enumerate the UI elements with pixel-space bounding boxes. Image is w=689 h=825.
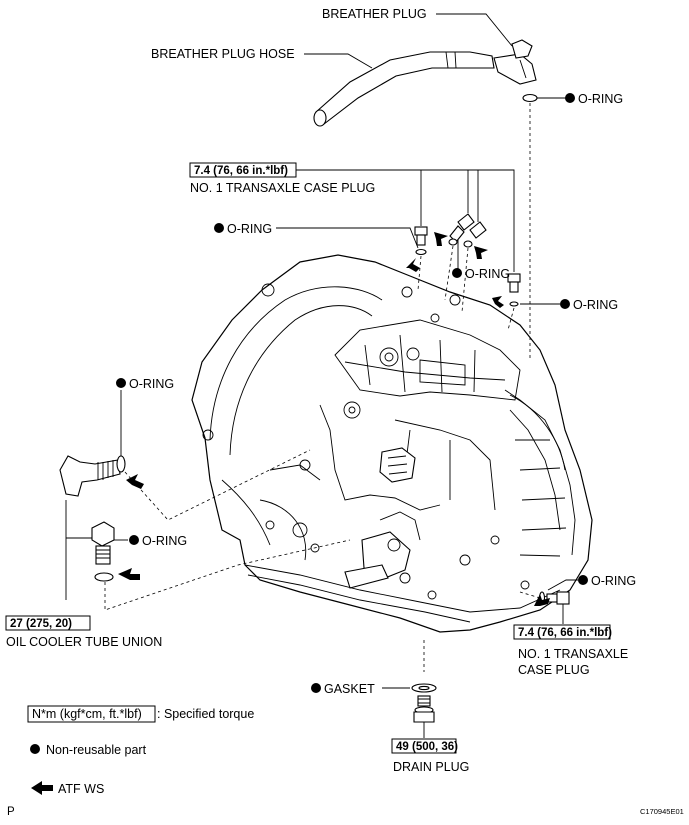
legend-torque-unit: N*m (kgf*cm, ft.*lbf) xyxy=(32,707,142,721)
oil-cooler-union-elbow xyxy=(59,455,126,497)
label-breather-plug-hose: BREATHER PLUG HOSE xyxy=(151,47,295,61)
torque-top-value: 7.4 (76, 66 in.*lbf) xyxy=(194,165,288,177)
torque-right-value: 7.4 (76, 66 in.*lbf) xyxy=(518,627,612,639)
legend-torque-desc: : Specified torque xyxy=(157,707,254,721)
nonreusable-dot-icon xyxy=(565,93,575,103)
label-case-plug-right-2: CASE PLUG xyxy=(518,663,590,677)
label-gasket: GASKET xyxy=(324,682,375,696)
label-oring-union-bottom: O-RING xyxy=(142,534,187,548)
footer-left: P xyxy=(7,806,15,818)
oil-cooler-union-bolt xyxy=(91,521,115,582)
atf-arrow-icon xyxy=(492,296,504,308)
label-oring-top-right: O-RING xyxy=(573,298,618,312)
label-oring-top-mid: O-RING xyxy=(465,267,510,281)
nonreusable-dot-icon xyxy=(311,683,321,693)
case-plug-1 xyxy=(414,226,428,256)
torque-union-value: 27 (275, 20) xyxy=(10,618,72,630)
legend-nonreusable: Non-reusable part xyxy=(46,743,147,757)
atf-arrow-icon xyxy=(126,474,144,489)
atf-arrow-icon xyxy=(474,246,488,259)
atf-arrow-icon xyxy=(434,232,448,246)
label-oring-union-top: O-RING xyxy=(129,377,174,391)
case-plug-4 xyxy=(507,273,521,307)
case-plug-3 xyxy=(463,221,487,248)
nonreusable-dot-icon xyxy=(578,575,588,585)
legend-atf: ATF WS xyxy=(58,782,104,796)
nonreusable-dot-icon xyxy=(116,378,126,388)
label-oring-right: O-RING xyxy=(591,574,636,588)
torque-box-drain xyxy=(391,738,457,754)
legend-torque-box xyxy=(27,705,156,723)
torque-box-right xyxy=(513,624,611,640)
legend: N*m (kgf*cm, ft.*lbf) : Specified torque… xyxy=(27,705,254,796)
atf-arrow-icon xyxy=(118,568,140,580)
torque-box-union xyxy=(5,615,91,631)
atf-arrow-icon xyxy=(534,594,550,606)
breather-oring-part xyxy=(522,93,538,103)
breather-plug-hose-part xyxy=(313,51,495,127)
nonreusable-dot-icon xyxy=(129,535,139,545)
nonreusable-dot-icon xyxy=(560,299,570,309)
label-oring-top-left: O-RING xyxy=(227,222,272,236)
transaxle-case xyxy=(191,254,593,633)
case-plug-2 xyxy=(448,213,475,246)
breather-plug-part xyxy=(493,39,537,85)
nonreusable-dot-icon xyxy=(214,223,224,233)
label-drain-plug: DRAIN PLUG xyxy=(393,760,469,774)
label-oring-breather: O-RING xyxy=(578,92,623,106)
atf-arrow-icon xyxy=(406,258,420,272)
label-union: OIL COOLER TUBE UNION xyxy=(6,635,162,649)
legend-arrow-icon xyxy=(31,781,53,795)
nonreusable-dot-icon xyxy=(452,268,462,278)
drain-plug-part xyxy=(413,695,435,723)
label-breather-plug: BREATHER PLUG xyxy=(322,7,427,21)
torque-drain-value: 49 (500, 36) xyxy=(396,741,458,753)
footer-id: C170945E01 xyxy=(640,807,684,816)
label-case-plug-right-1: NO. 1 TRANSAXLE xyxy=(518,647,628,661)
label-case-plug-top: NO. 1 TRANSAXLE CASE PLUG xyxy=(190,181,375,195)
legend-dot-icon xyxy=(30,744,40,754)
